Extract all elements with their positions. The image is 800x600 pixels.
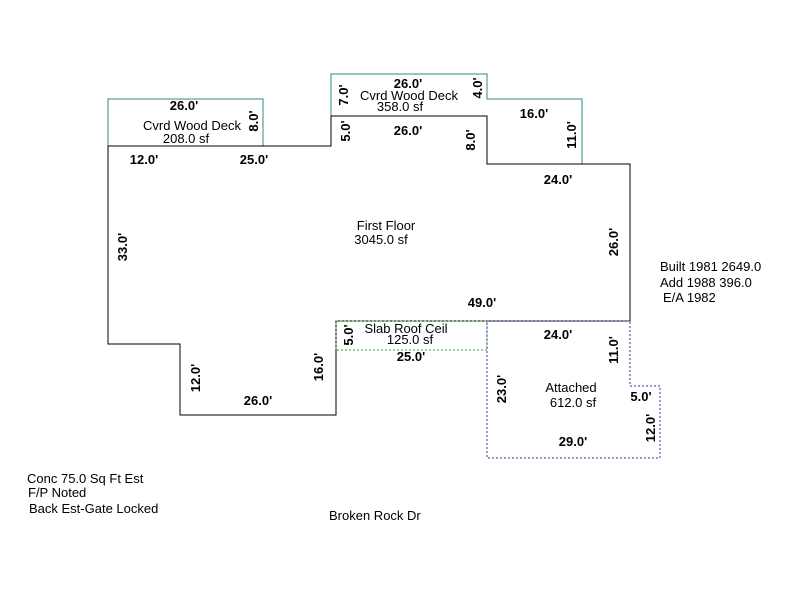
slab-area: 125.0 sf: [387, 332, 434, 347]
dim-deck-top-width: 26.0': [394, 76, 422, 91]
dim-deck-top-drop: 11.0': [564, 121, 579, 149]
dim-house-top-mid: 25.0': [240, 152, 268, 167]
dim-wing-right: 16.0': [311, 353, 326, 381]
dim-house-notch-right: 8.0': [463, 129, 478, 150]
dim-deck-left-width: 26.0': [170, 98, 198, 113]
dim-house-right-top: 24.0': [544, 172, 572, 187]
first-floor-name: First Floor: [357, 218, 416, 233]
deck-left-area: 208.0 sf: [163, 131, 210, 146]
note-built: Built 1981 2649.0: [660, 259, 762, 274]
note-fp: F/P Noted: [28, 485, 87, 500]
dim-deck-top-left: 7.0': [336, 84, 351, 105]
slab-name: Slab Roof Ceil: [364, 321, 447, 336]
attached-name: Attached: [545, 380, 596, 395]
dim-deck-top-step: 16.0': [520, 106, 548, 121]
note-add: Add 1988 396.0: [660, 275, 752, 290]
dim-wing-left: 12.0': [188, 364, 203, 392]
dim-house-top-left: 12.0': [130, 152, 158, 167]
dim-garage-left: 23.0': [494, 375, 509, 403]
first-floor-area: 3045.0 sf: [354, 232, 408, 247]
note-ea: E/A 1982: [663, 290, 716, 305]
dim-garage-bottom: 29.0': [559, 434, 587, 449]
dim-house-right: 26.0': [606, 228, 621, 256]
deck-top-area: 358.0 sf: [377, 99, 424, 114]
deck-top-name: Cvrd Wood Deck: [360, 88, 459, 103]
first-floor-outline: [107, 115, 631, 416]
dim-house-notch-top: 26.0': [394, 123, 422, 138]
note-back: Back Est-Gate Locked: [29, 501, 159, 516]
dim-slab-bottom: 25.0': [397, 349, 425, 364]
dim-garage-bump-right: 12.0': [643, 414, 658, 442]
attached-garage-outline: [486, 320, 661, 459]
note-conc: Conc 75.0 Sq Ft Est: [27, 471, 144, 486]
dim-slab-side: 5.0': [341, 324, 356, 345]
dim-garage-right: 11.0': [606, 336, 621, 364]
dim-garage-top: 24.0': [544, 327, 572, 342]
dim-house-left: 33.0': [115, 233, 130, 261]
dim-garage-bump: 5.0': [630, 389, 651, 404]
street-name: Broken Rock Dr: [329, 508, 421, 523]
dim-deck-top-right: 4.0': [470, 77, 485, 98]
deck-left-name: Cvrd Wood Deck: [143, 118, 242, 133]
dim-house-notch-left: 5.0': [338, 120, 353, 141]
dim-deck-left-depth: 8.0': [246, 110, 261, 131]
dim-wing-bottom: 26.0': [244, 393, 272, 408]
dim-house-bottom-right: 49.0': [468, 295, 496, 310]
slab-outline: [335, 320, 488, 351]
attached-area: 612.0 sf: [550, 395, 597, 410]
